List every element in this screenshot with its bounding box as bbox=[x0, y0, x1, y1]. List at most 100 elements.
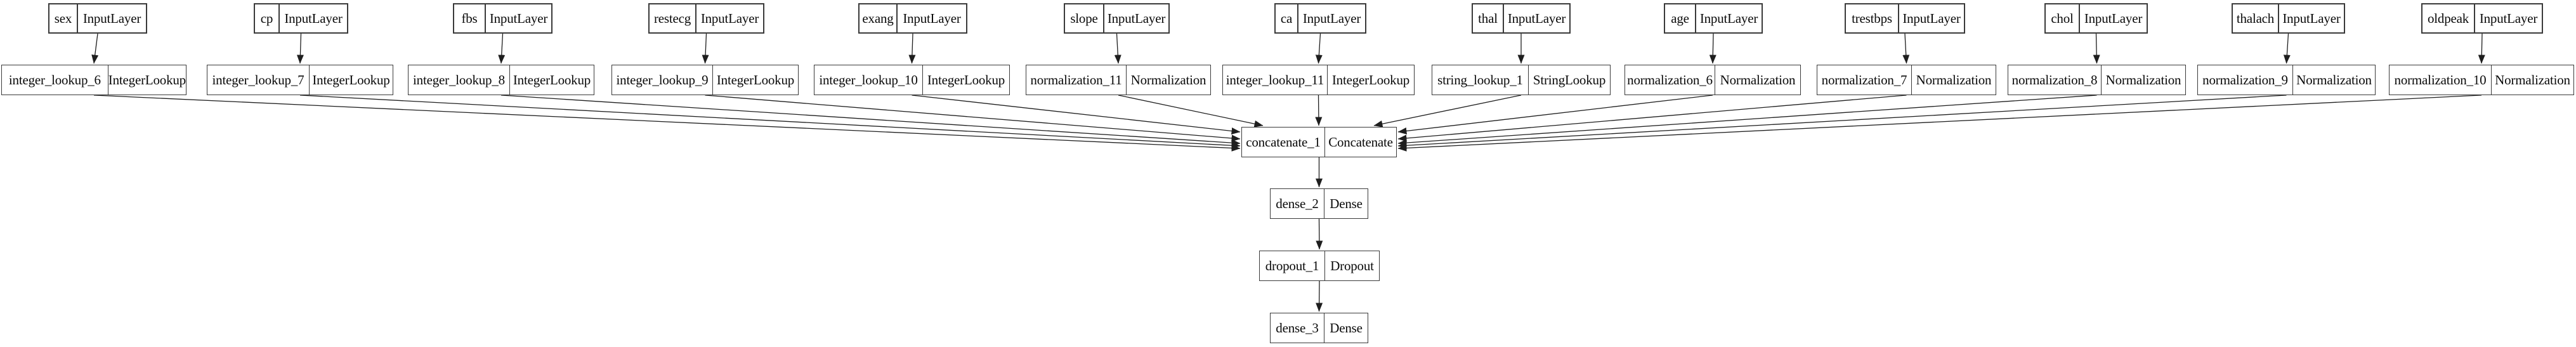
edge-cp-integer_lookup_7 bbox=[296, 33, 304, 64]
edge-normalization_9-concatenate_1 bbox=[1397, 95, 2287, 149]
layer-type: IntegerLookup bbox=[1331, 72, 1410, 88]
edge-ca-integer_lookup_11 bbox=[1315, 33, 1323, 64]
edge-normalization_8-concatenate_1 bbox=[1397, 95, 2097, 147]
edge-integer_lookup_10-concatenate_1 bbox=[912, 95, 1241, 134]
layer-name: age bbox=[1665, 4, 1696, 32]
layer-name: thalach bbox=[2233, 4, 2279, 32]
node-dropout_1: dropout_1 Dropout bbox=[1259, 251, 1380, 281]
layer-type: InputLayer bbox=[1107, 10, 1166, 26]
layer-name: oldpeak bbox=[2422, 4, 2475, 32]
node-exang: exang InputLayer bbox=[858, 3, 967, 34]
layer-name: thal bbox=[1473, 4, 1504, 32]
node-dense_3: dense_3 Dense bbox=[1270, 313, 1368, 343]
layer-name: normalization_9 bbox=[2198, 65, 2293, 95]
layer-type: InputLayer bbox=[2282, 10, 2341, 26]
layer-name: fbs bbox=[454, 4, 486, 32]
layer-type: InputLayer bbox=[1507, 10, 1566, 26]
edge-normalization_7-concatenate_1 bbox=[1397, 95, 1907, 142]
edge-integer_lookup_7-concatenate_1 bbox=[299, 95, 1241, 149]
layer-type: Normalization bbox=[1916, 72, 1992, 88]
edge-dropout_1-dense_3 bbox=[1316, 280, 1323, 312]
layer-name: dense_3 bbox=[1271, 313, 1324, 343]
edge-integer_lookup_6-concatenate_1 bbox=[93, 95, 1241, 152]
layer-type: InputLayer bbox=[1902, 10, 1961, 26]
edge-trestbps-normalization_7 bbox=[1902, 33, 1910, 64]
edge-normalization_11-concatenate_1 bbox=[1118, 95, 1264, 128]
layer-name: slope bbox=[1065, 4, 1104, 32]
layer-name: dropout_1 bbox=[1260, 251, 1325, 280]
layer-name: integer_lookup_7 bbox=[207, 65, 310, 95]
layer-type: InputLayer bbox=[903, 10, 961, 26]
edge-chol-normalization_8 bbox=[2093, 33, 2100, 64]
edge-normalization_10-concatenate_1 bbox=[1397, 95, 2482, 152]
layer-type: IntegerLookup bbox=[716, 72, 795, 88]
layer-name: restecg bbox=[650, 4, 696, 32]
layer-name: normalization_7 bbox=[1817, 65, 1912, 95]
layer-name: string_lookup_1 bbox=[1432, 65, 1529, 95]
layer-type: Normalization bbox=[2296, 72, 2372, 88]
edge-slope-normalization_11 bbox=[1114, 33, 1121, 64]
layer-type: InputLayer bbox=[284, 10, 343, 26]
layer-type: StringLookup bbox=[1533, 72, 1606, 88]
layer-name: normalization_8 bbox=[2008, 65, 2102, 95]
layer-type: Dense bbox=[1330, 320, 1363, 336]
layer-name: integer_lookup_6 bbox=[2, 65, 108, 95]
layer-type: Normalization bbox=[1720, 72, 1796, 88]
layer-name: integer_lookup_8 bbox=[409, 65, 510, 95]
layer-name: normalization_10 bbox=[2390, 65, 2492, 95]
layer-name: dense_2 bbox=[1271, 189, 1324, 218]
layer-type: IntegerLookup bbox=[927, 72, 1005, 88]
layer-name: integer_lookup_9 bbox=[612, 65, 713, 95]
layer-name: exang bbox=[860, 4, 898, 32]
layer-type: IntegerLookup bbox=[108, 72, 186, 88]
layer-type: Concatenate bbox=[1328, 134, 1393, 150]
layer-name: integer_lookup_11 bbox=[1223, 65, 1328, 95]
edge-string_lookup_1-concatenate_1 bbox=[1373, 95, 1522, 128]
layer-type: InputLayer bbox=[2479, 10, 2538, 26]
layer-type: Normalization bbox=[2495, 72, 2570, 88]
layer-type: IntegerLookup bbox=[513, 72, 591, 88]
layer-type: InputLayer bbox=[82, 10, 141, 26]
edge-fbs-integer_lookup_8 bbox=[498, 33, 506, 64]
layer-type: Dropout bbox=[1330, 258, 1374, 273]
edge-group bbox=[91, 33, 2485, 312]
edge-oldpeak-normalization_10 bbox=[2478, 33, 2485, 64]
layer-type: InputLayer bbox=[489, 10, 548, 26]
edge-integer_lookup_8-concatenate_1 bbox=[500, 95, 1241, 147]
edge-dense_2-dropout_1 bbox=[1316, 218, 1323, 250]
layer-name: integer_lookup_10 bbox=[814, 65, 923, 95]
layer-type: IntegerLookup bbox=[312, 72, 390, 88]
edge-thalach-normalization_9 bbox=[2283, 33, 2291, 64]
layer-name: cp bbox=[255, 4, 280, 32]
edge-exang-integer_lookup_10 bbox=[908, 33, 916, 64]
layer-type: InputLayer bbox=[2084, 10, 2143, 26]
layer-name: normalization_11 bbox=[1026, 65, 1127, 95]
layer-type: InputLayer bbox=[1699, 10, 1758, 26]
edge-integer_lookup_9-concatenate_1 bbox=[705, 95, 1241, 142]
